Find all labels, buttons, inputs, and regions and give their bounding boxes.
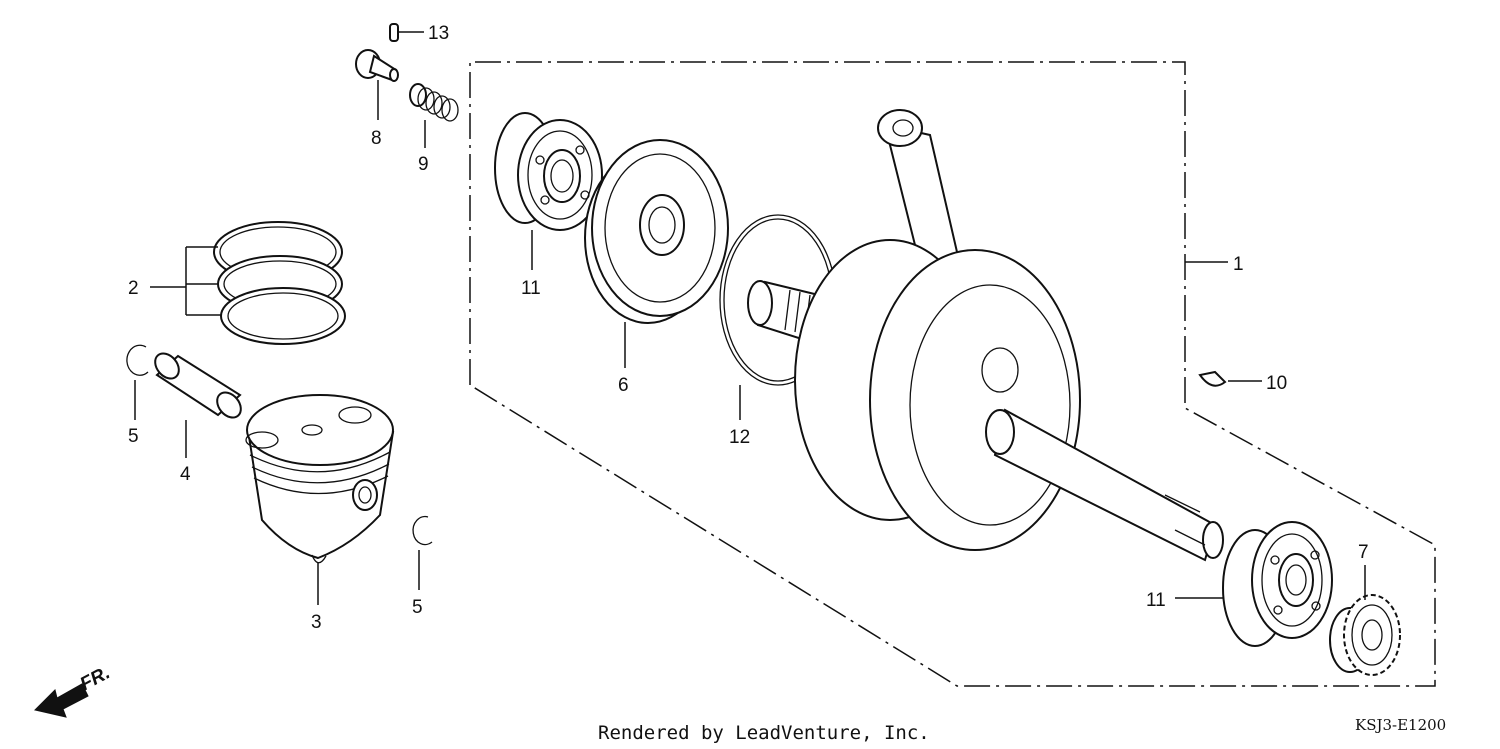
callout-6: 6 xyxy=(618,375,629,396)
callout-5-right: 5 xyxy=(412,597,423,618)
part-10-woodruff-key[interactable] xyxy=(1198,370,1227,387)
part-5-circlip-right[interactable] xyxy=(412,515,433,546)
part-2-piston-ring-set[interactable] xyxy=(213,221,346,345)
part-1-crankshaft-assembly[interactable] xyxy=(747,109,1224,562)
part-4-piston-pin[interactable] xyxy=(150,349,245,422)
part-8-bolt[interactable] xyxy=(355,49,399,82)
diagram-code: KSJ3-E1200 xyxy=(1355,716,1446,734)
callout-9: 9 xyxy=(418,154,429,175)
callout-3: 3 xyxy=(311,612,322,633)
assembly-boundary-line xyxy=(469,61,1436,687)
part-13-pin[interactable] xyxy=(389,23,399,42)
callout-10: 10 xyxy=(1266,373,1287,394)
part-6-flywheel-cover[interactable] xyxy=(584,139,729,324)
callout-13: 13 xyxy=(428,23,449,44)
callout-1: 1 xyxy=(1233,254,1244,275)
part-11-bearing-right[interactable] xyxy=(1222,521,1333,647)
callout-7: 7 xyxy=(1358,542,1369,563)
front-direction-arrow-icon xyxy=(34,683,89,718)
callout-12: 12 xyxy=(729,427,750,448)
callout-5-left: 5 xyxy=(128,426,139,447)
callout-4: 4 xyxy=(180,464,191,485)
part-7-timing-gear[interactable] xyxy=(1329,594,1401,676)
part-11-bearing-left[interactable] xyxy=(494,112,603,231)
callout-2: 2 xyxy=(128,278,139,299)
part-3-piston[interactable] xyxy=(245,394,395,564)
part-5-circlip-left[interactable] xyxy=(126,344,149,376)
callout-11-right: 11 xyxy=(1146,590,1166,611)
callout-8: 8 xyxy=(371,128,382,149)
rendered-by-credit: Rendered by LeadVenture, Inc. xyxy=(598,722,930,744)
part-9-spring[interactable] xyxy=(409,83,459,122)
callout-11-left: 11 xyxy=(521,278,541,299)
